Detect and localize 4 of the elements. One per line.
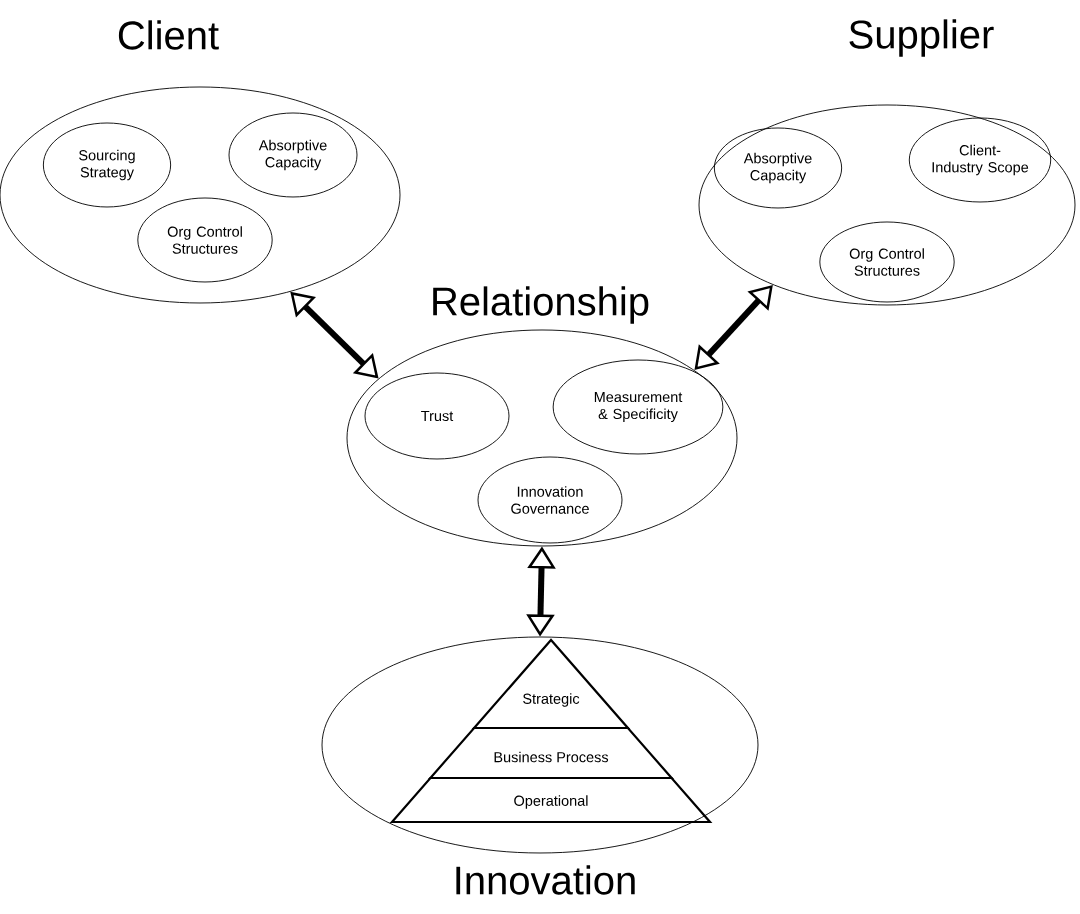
group-heading: Innovation	[456, 865, 635, 895]
group-heading: Supplier	[849, 19, 994, 57]
group-heading: Relationship	[433, 286, 649, 324]
group-heading: Client	[118, 20, 219, 50]
